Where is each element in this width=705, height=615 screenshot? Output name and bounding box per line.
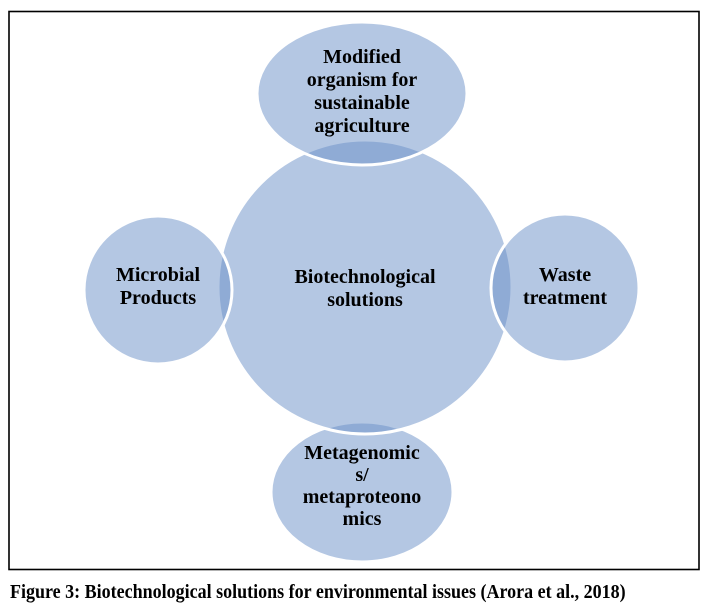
bottom-node-label: Metagenomic s/ metaproteono mics (302, 442, 422, 530)
figure-border (8, 10, 700, 571)
figure-caption: Figure 3: Biotechnological solutions for… (10, 581, 626, 603)
shape-group (82, 20, 641, 564)
left-node-label: Microbial Products (115, 264, 201, 309)
center-node-label: Biotechnological solutions (294, 266, 436, 311)
left-circle (82, 214, 234, 366)
right-node-label: Waste treatment (522, 264, 608, 309)
top-ellipse (255, 20, 469, 167)
top-node-label: Modified organism for sustainable agricu… (306, 46, 418, 137)
right-circle (489, 212, 641, 364)
